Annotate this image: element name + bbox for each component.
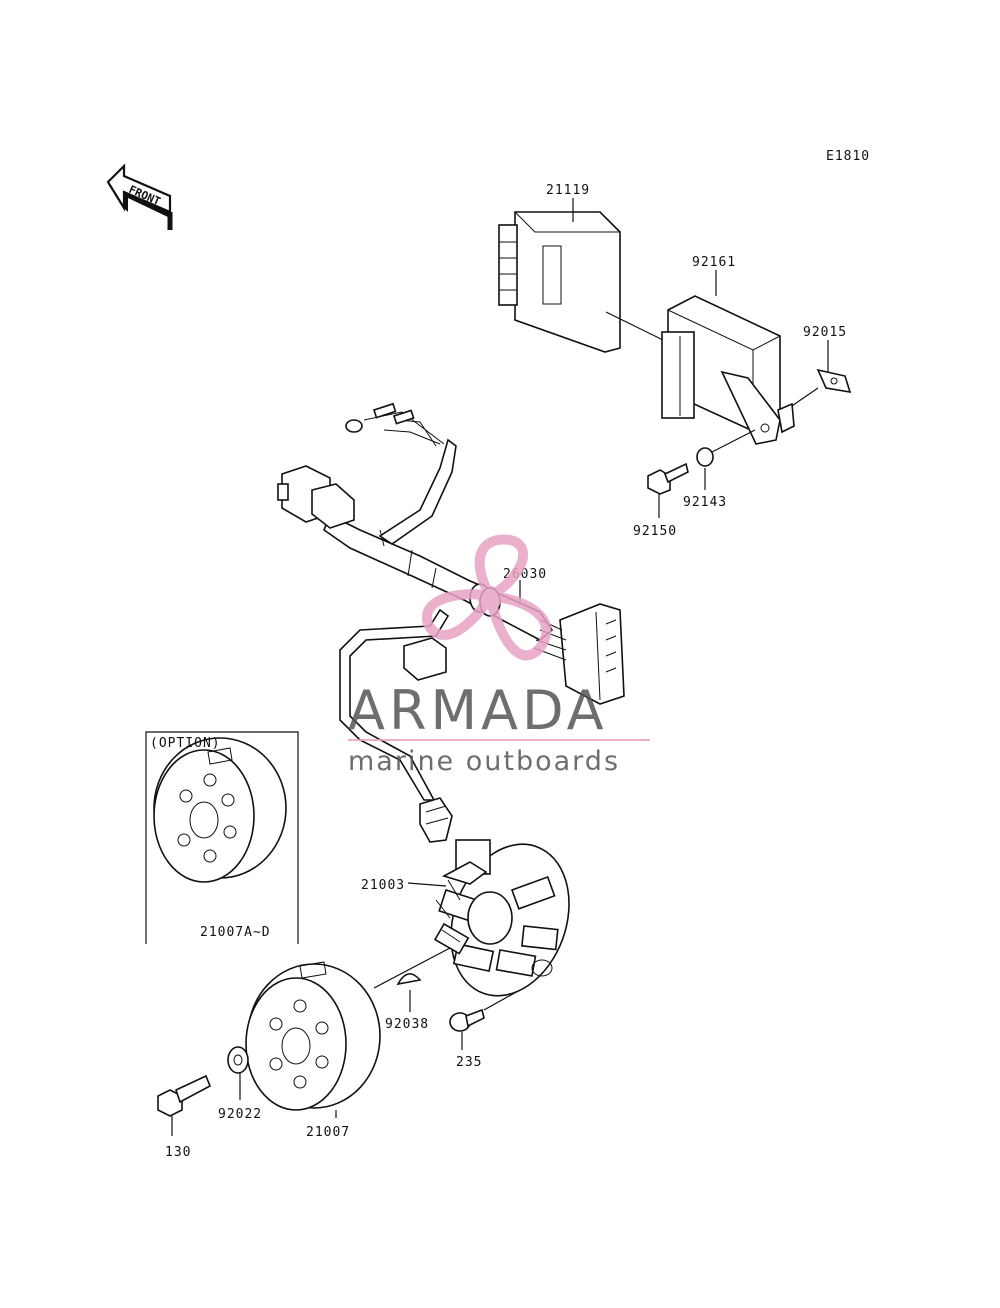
- washer-92022: [227, 1046, 249, 1100]
- label-130: 130: [165, 1145, 191, 1160]
- label-235: 235: [456, 1055, 482, 1070]
- regulator-92161: [661, 295, 781, 445]
- label-21007AD: 21007A~D: [200, 925, 271, 940]
- option-label: (OPTION): [150, 736, 221, 751]
- label-21007: 21007: [306, 1125, 350, 1140]
- label-21119: 21119: [546, 183, 590, 198]
- option-box: [145, 731, 299, 944]
- flywheel-21007: [245, 961, 381, 1118]
- label-92143: 92143: [683, 495, 727, 510]
- key-92038: [373, 947, 451, 1012]
- screw-235: [449, 989, 521, 1050]
- clip-92015: [777, 340, 852, 434]
- igniter-21119: [498, 198, 664, 353]
- label-92015: 92015: [803, 325, 847, 340]
- bolt-130: [157, 1074, 212, 1136]
- front-arrow-icon: FRONT: [106, 163, 173, 230]
- label-92150: 92150: [633, 524, 677, 539]
- label-21003: 21003: [361, 878, 405, 893]
- armada-watermark: ARMADA marine outboards: [348, 534, 650, 777]
- propeller-logo-icon: [421, 534, 552, 661]
- stator-21003: [407, 839, 570, 997]
- label-92038: 92038: [385, 1017, 429, 1032]
- collar-92143: [696, 429, 756, 490]
- bolt-92150: [647, 462, 689, 518]
- diagram-code: E1810: [826, 149, 870, 164]
- label-92022: 92022: [218, 1107, 262, 1122]
- label-92161: 92161: [692, 255, 736, 270]
- watermark-brand: ARMADA: [348, 679, 608, 742]
- watermark-tagline: marine outboards: [348, 746, 620, 777]
